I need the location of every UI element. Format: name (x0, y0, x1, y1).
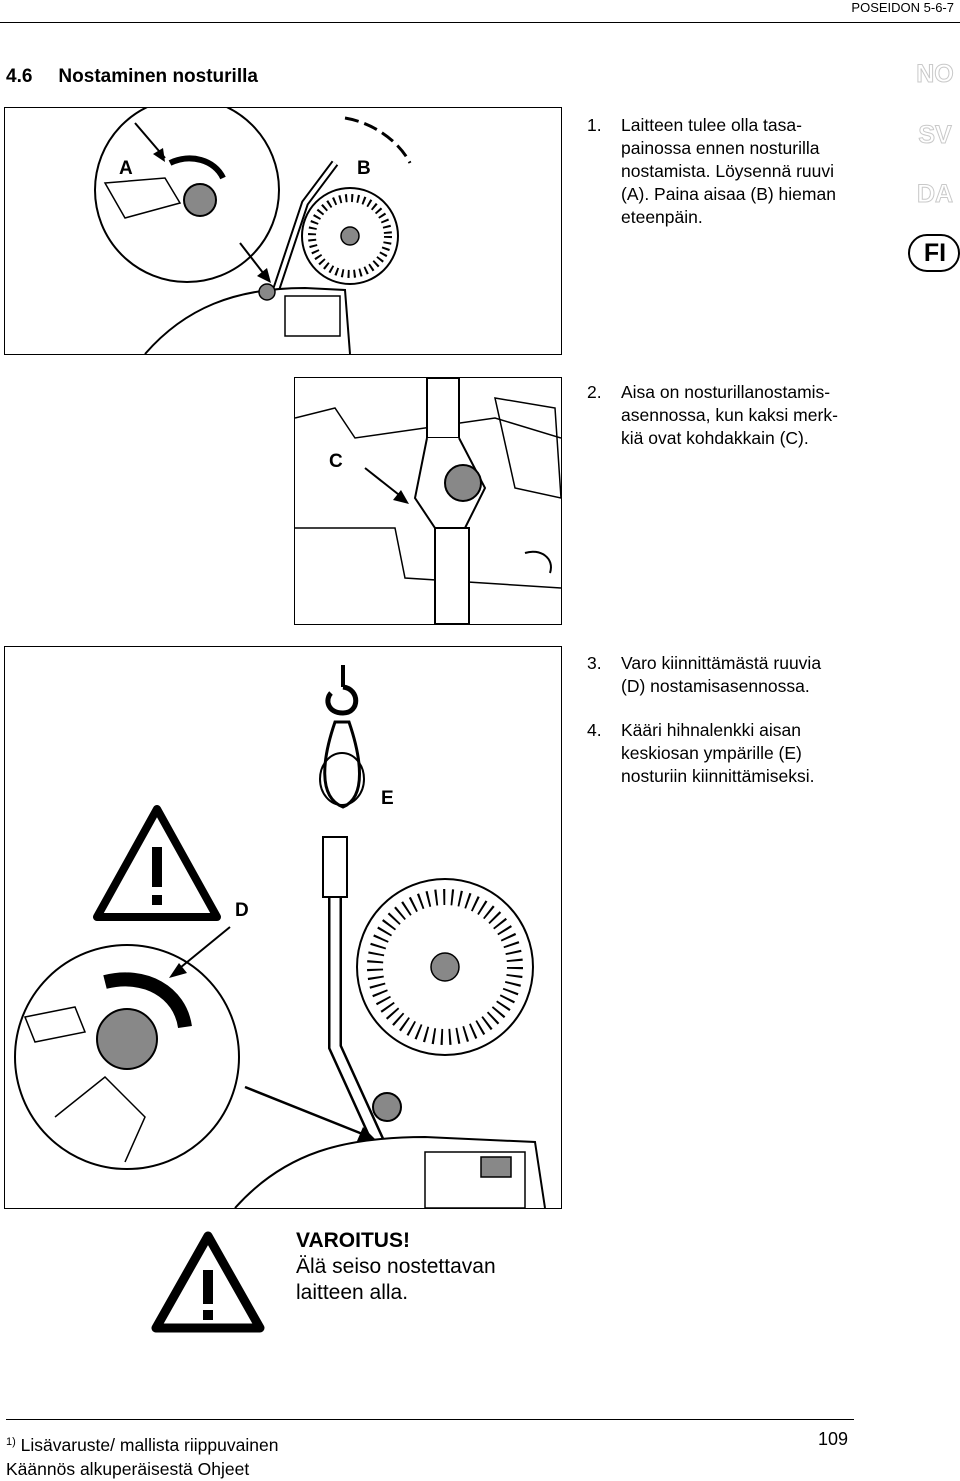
page-number: 109 (818, 1429, 849, 1449)
footer-rule (6, 1419, 854, 1420)
callout-e: E (381, 788, 394, 809)
lang-tab-fi-frame (908, 234, 960, 272)
warning-heading: VAROITUS! (296, 1229, 410, 1252)
footnote-text: Lisävaruste/ mallista riippuvainen (20, 1435, 279, 1455)
section-title-text: Nostaminen nosturilla (58, 66, 258, 87)
step-3-number: 3. (587, 653, 602, 673)
lang-tab-fi: FI (923, 239, 947, 267)
callout-a: A (119, 158, 133, 179)
header-rule (0, 22, 960, 23)
step-4-text: Kääri hihnalenkki aisan keskiosan ympäri… (621, 720, 815, 786)
step-1-number: 1. (587, 115, 602, 135)
step-3: 3. Varo kiinnittämästä ruuvia (D) nostam… (587, 652, 887, 702)
footnote: 1) Lisävaruste/ mallista riippuvainen (6, 1435, 278, 1456)
figure-3-drawing (14, 665, 546, 1208)
lang-tab-sv: SV (918, 121, 952, 150)
figure-alignment-marks: C (294, 377, 562, 625)
footnote-marker: 1) (6, 1436, 16, 1448)
figure-loosen-screw: A B (4, 107, 562, 355)
step-3-text: Varo kiinnittämästä ruuvia (D) nostamisa… (621, 653, 822, 696)
lang-tab-da: DA (916, 180, 954, 209)
warning-text: Älä seiso nostettavan laitteen alla. (296, 1255, 496, 1304)
lang-tab-no: NO (916, 60, 955, 89)
sling-loop-icon (319, 720, 365, 809)
callout-c: C (329, 451, 343, 472)
callout-b: B (357, 158, 371, 179)
crane-hook-icon (325, 665, 359, 716)
figure-2-drawing (295, 378, 561, 624)
step-1-text: Laitteen tulee olla tasa- painossa ennen… (621, 115, 836, 227)
figure-1-drawing (94, 108, 412, 354)
warning-triangle-icon (93, 805, 221, 921)
translation-note: Käännös alkuperäisestä Ohjeet (6, 1459, 250, 1479)
step-4-number: 4. (587, 720, 602, 740)
product-name: POSEIDON 5-6-7 (851, 0, 954, 15)
step-2: 2. Aisa on nosturillanostamis- asennossa… (587, 381, 887, 456)
section-title: 4.6 Nostaminen nosturilla (6, 66, 258, 88)
step-1: 1. Laitteen tulee olla tasa- painossa en… (587, 114, 887, 234)
step-2-text: Aisa on nosturillanostamis- asennossa, k… (621, 382, 838, 448)
callout-d: D (235, 900, 249, 921)
step-4: 4. Kääri hihnalenkki aisan keskiosan ymp… (587, 719, 887, 794)
figure-crane-attachment: E D (4, 646, 562, 1209)
warning-triangle-icon-large (151, 1231, 265, 1333)
section-number: 4.6 (6, 66, 33, 87)
step-2-number: 2. (587, 382, 602, 402)
